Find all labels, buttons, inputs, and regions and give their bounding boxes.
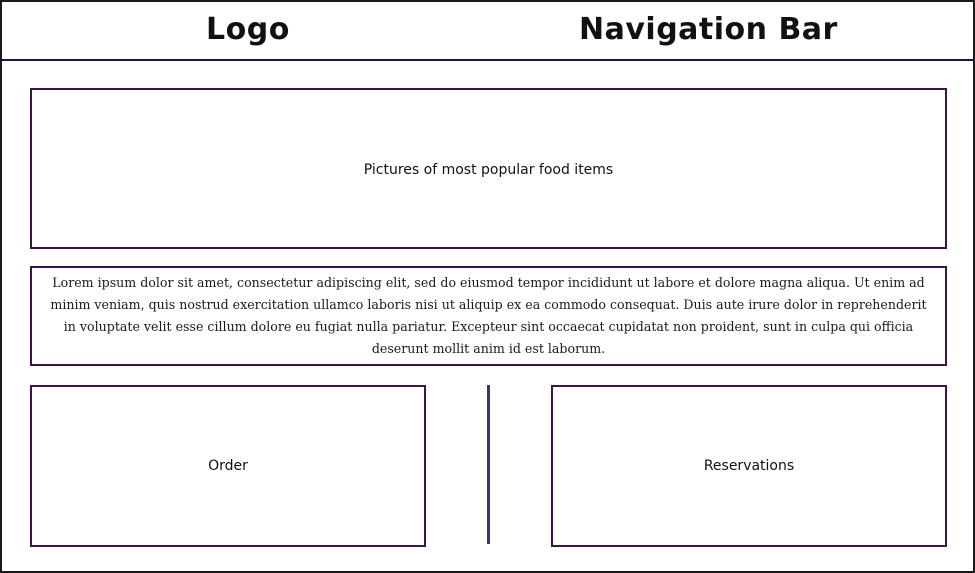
hero-label: Pictures of most popular food items (363, 161, 614, 178)
reservations-button[interactable]: Reservations (551, 385, 947, 547)
header-bar: Logo Navigation Bar (2, 2, 973, 61)
order-button[interactable]: Order (30, 385, 426, 547)
hero-image-placeholder: Pictures of most popular food items (30, 88, 947, 249)
vertical-divider (487, 385, 490, 544)
reservations-label: Reservations (703, 458, 795, 474)
description-box: Lorem ipsum dolor sit amet, consectetur … (30, 266, 947, 366)
description-text: Lorem ipsum dolor sit amet, consectetur … (50, 275, 927, 356)
navigation-bar[interactable]: Navigation Bar (579, 12, 838, 47)
logo[interactable]: Logo (206, 12, 290, 47)
order-label: Order (208, 458, 248, 474)
